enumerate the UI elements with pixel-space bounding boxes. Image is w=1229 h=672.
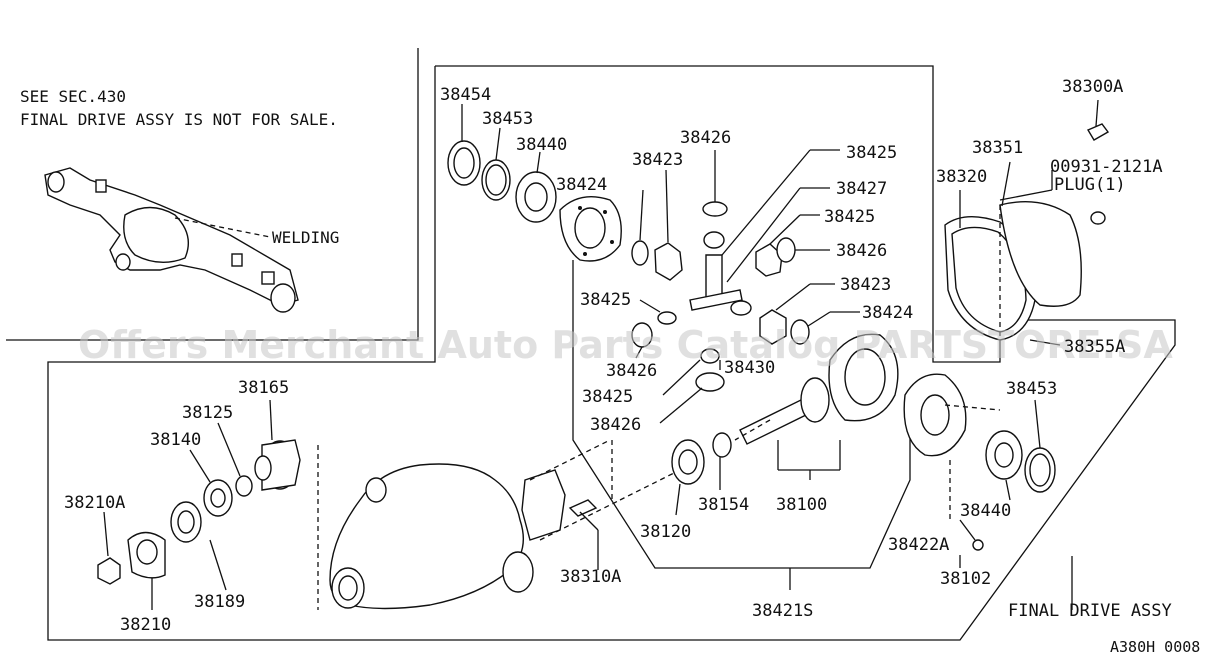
label-38422A: 38422A xyxy=(888,535,949,555)
label-38426-top: 38426 xyxy=(680,128,731,148)
front-parts xyxy=(97,399,732,610)
right-side-flange xyxy=(903,373,1056,551)
leader-lines xyxy=(959,555,1073,610)
welding-label: WELDING xyxy=(272,228,339,247)
frame-lines xyxy=(6,48,1176,641)
label-38154: 38154 xyxy=(698,495,749,515)
final-drive-assy-label: FINAL DRIVE ASSY xyxy=(1008,601,1172,621)
label-38423-top: 38423 xyxy=(632,150,683,170)
label-38426-right: 38426 xyxy=(836,241,887,261)
axle-assembly-drawing xyxy=(44,167,299,313)
drawing-code: A380H 0008 xyxy=(1110,638,1200,656)
plug-part-label: 00931-2121A xyxy=(1050,157,1163,177)
differential-case xyxy=(559,196,622,262)
label-38425-lower: 38425 xyxy=(582,387,633,407)
label-38440-right: 38440 xyxy=(960,501,1011,521)
differential-gears xyxy=(631,149,860,424)
ring-gear-and-pinion xyxy=(739,333,899,480)
label-38320: 38320 xyxy=(936,167,987,187)
label-38423-right: 38423 xyxy=(840,275,891,295)
label-38427: 38427 xyxy=(836,179,887,199)
plug-label: PLUG(1) xyxy=(1054,175,1126,195)
label-38310A: 38310A xyxy=(560,567,621,587)
label-38100: 38100 xyxy=(776,495,827,515)
label-38300A: 38300A xyxy=(1062,77,1123,97)
label-38430: 38430 xyxy=(724,358,775,378)
part-labels: 38454 38453 38440 38424 38423 38426 3842… xyxy=(64,77,1200,656)
label-38425-mid: 38425 xyxy=(580,290,631,310)
label-38102: 38102 xyxy=(940,569,991,589)
label-38421S: 38421S xyxy=(752,601,813,621)
watermark: Offers Merchant Auto Parts Catalog PARTS… xyxy=(78,323,1173,367)
label-38425-right: 38425 xyxy=(824,207,875,227)
label-38165: 38165 xyxy=(238,378,289,398)
label-38189: 38189 xyxy=(194,592,245,612)
rear-cover xyxy=(944,99,1110,346)
label-38453-right: 38453 xyxy=(1006,379,1057,399)
label-38424-right: 38424 xyxy=(862,303,913,323)
label-38440-left: 38440 xyxy=(516,135,567,155)
label-38453-left: 38453 xyxy=(482,109,533,129)
label-38140: 38140 xyxy=(150,430,201,450)
label-38125: 38125 xyxy=(182,403,233,423)
label-38425-top: 38425 xyxy=(846,143,897,163)
label-38210A: 38210A xyxy=(64,493,125,513)
label-38351: 38351 xyxy=(972,138,1023,158)
side-bearing-parts-left xyxy=(447,104,557,223)
label-38426-lower: 38426 xyxy=(590,415,641,435)
label-38454: 38454 xyxy=(440,85,491,105)
label-38210: 38210 xyxy=(120,615,171,635)
carrier-housing xyxy=(317,419,771,610)
label-38424-top: 38424 xyxy=(556,175,607,195)
label-38355A: 38355A xyxy=(1064,337,1125,357)
label-38120: 38120 xyxy=(640,522,691,542)
label-38426-mid: 38426 xyxy=(606,361,657,381)
see-sec-note: SEE SEC.430 xyxy=(20,87,126,106)
not-for-sale-note: FINAL DRIVE ASSY IS NOT FOR SALE. xyxy=(20,110,338,129)
